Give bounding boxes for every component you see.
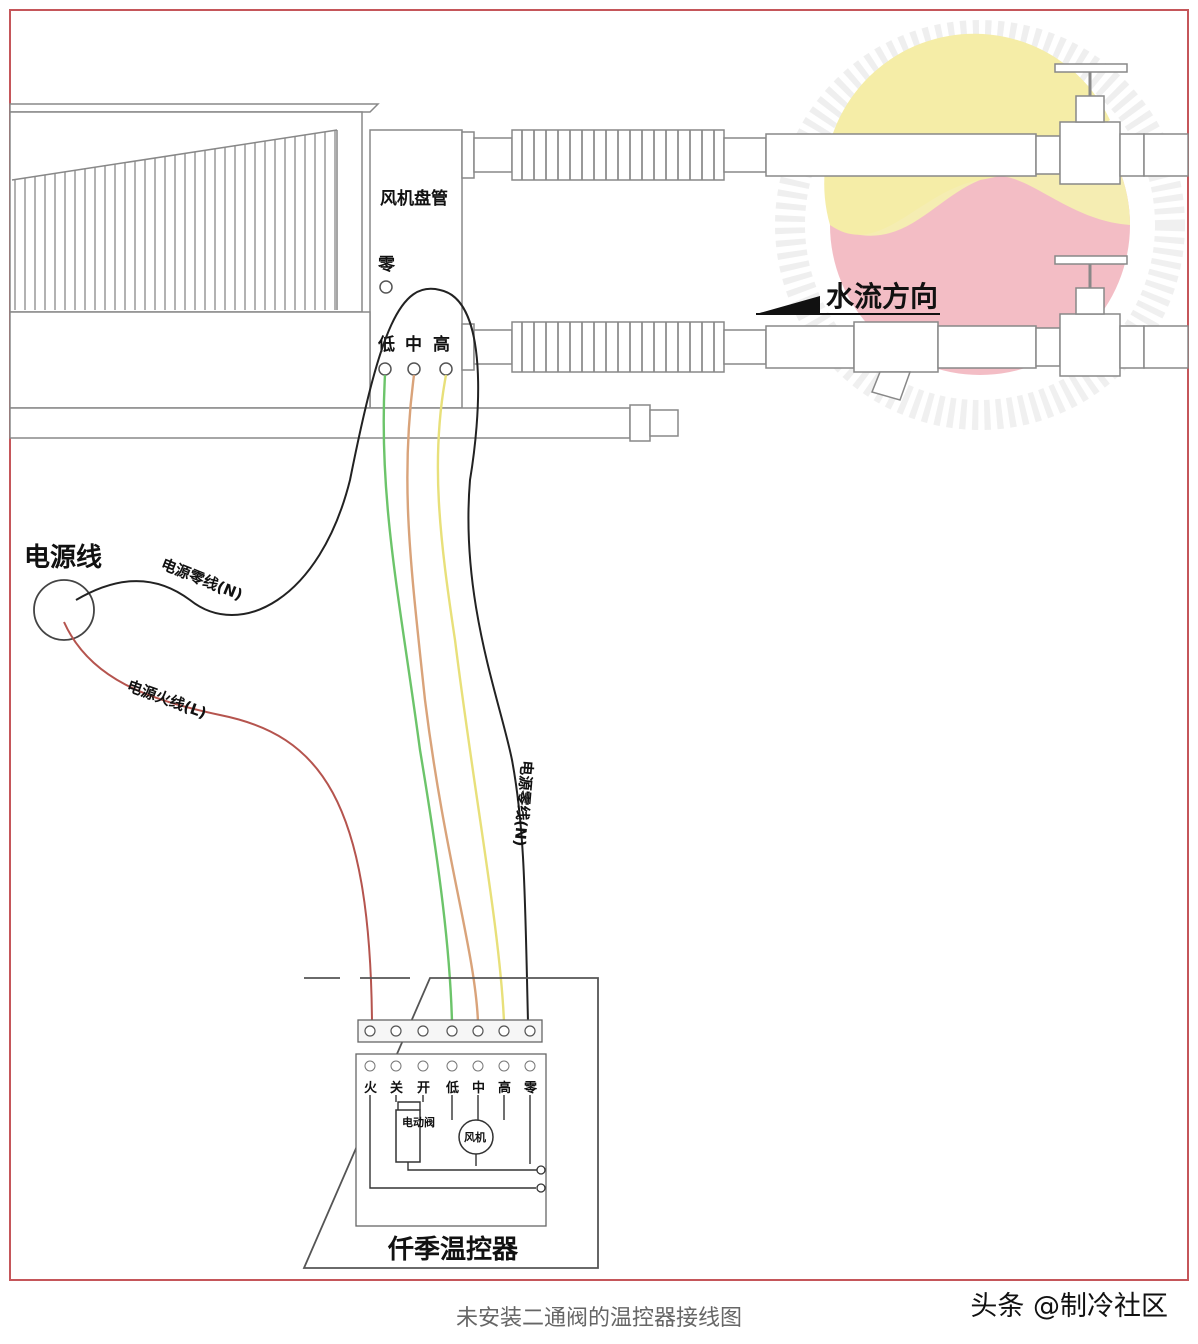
watermark: 头条 @制冷社区 [970,1291,1168,1322]
wire-high [436,374,506,1023]
thermostat-terminal-label: 火 [364,1081,378,1096]
thermostat-terminal-marker [472,1060,484,1072]
thermostat-terminal-marker [390,1060,402,1072]
thermostat-terminal-screw [364,1025,376,1037]
return-pipe [461,255,1189,401]
figure-caption: 未安装二通阀的温控器接线图 [455,1306,742,1331]
terminal-low [378,362,392,376]
flow-direction-label: 水流方向 [826,280,938,313]
thermostat-terminal-screw [472,1025,484,1037]
terminal-mid [407,362,421,376]
wire-neutral [75,287,529,1023]
thermostat-terminal-marker [498,1060,510,1072]
terminal-block [364,1025,536,1072]
power-source-icon [33,579,95,641]
live-wire-label: 电源火线(L) [125,677,209,722]
diagram-border [9,9,1189,1281]
thermostat-terminal-screw [417,1025,429,1037]
thermostat-terminal-marker [524,1060,536,1072]
wire-mid [406,374,480,1023]
terminal-neutral [379,280,393,294]
terminal-high-label: 高 [433,334,450,355]
thermostat-terminal-marker [446,1060,458,1072]
neutral-wire-label: 电源零线(N) [159,555,246,604]
fan-coil-label: 风机盘管 [380,188,448,209]
terminal-high [439,362,453,376]
thermostat-terminal-marker [364,1060,376,1072]
thermostat-terminal-screw [524,1025,536,1037]
fan-coil-unit [9,103,679,442]
valve-label: 电动阀 [402,1115,435,1129]
power-line-label: 电源线 [24,543,102,573]
supply-pipe [461,63,1189,185]
thermostat-terminal-marker [417,1060,429,1072]
thermostat-terminal-screw [498,1025,510,1037]
thermostat-terminal-label: 零 [523,1081,538,1096]
wire-live [63,621,373,1023]
flow-arrow-icon [756,296,820,314]
thermostat-terminal-label: 关 [390,1080,403,1096]
thermostat-terminal-label: 低 [445,1080,459,1096]
thermostat-terminal-label: 开 [417,1081,430,1096]
thermostat-title: 仟季温控器 [387,1235,519,1265]
wires [63,287,529,1023]
thermostat-terminal-label: 高 [498,1080,511,1096]
thermostat: 火关开低中高零 电动阀 风机 [302,977,599,1269]
thermostat-terminal-screw [446,1025,458,1037]
wire-low [382,374,454,1023]
thermostat-terminal-label: 中 [472,1080,485,1096]
terminal-mid-label: 中 [405,334,422,355]
fan-label: 风机 [464,1130,486,1144]
terminal-neutral-label: 零 [377,255,396,275]
thermostat-terminal-screw [390,1025,402,1037]
terminal-labels: 火关开低中高零 [364,1080,538,1096]
